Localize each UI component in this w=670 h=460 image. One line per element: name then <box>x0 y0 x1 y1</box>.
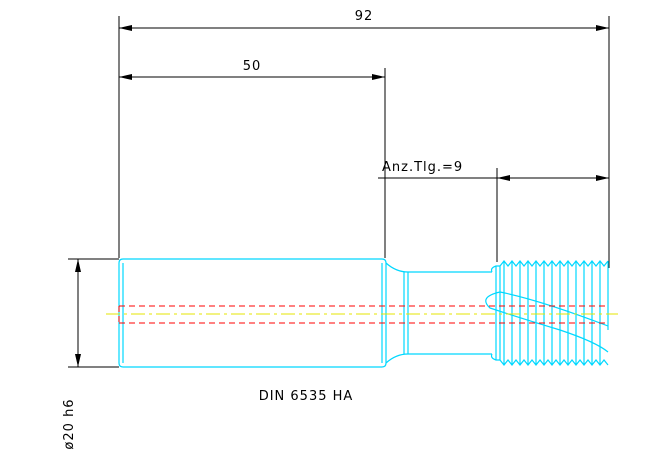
hidden-lines <box>118 305 609 324</box>
arrowheads <box>75 25 609 367</box>
arrow-shank-right <box>372 74 385 80</box>
arrow-teeth-left <box>497 175 510 181</box>
thread-teeth-top <box>499 260 609 267</box>
dimension-layer <box>68 16 610 368</box>
thread-teeth-label: Anz.Tlg.=9 <box>382 160 463 175</box>
thread-tooth-flanks <box>503 261 601 365</box>
arrow-overall-right <box>596 25 609 31</box>
flute-outline <box>485 291 609 353</box>
arrow-teeth-right <box>596 175 609 181</box>
shank-length-label: 50 <box>243 59 262 74</box>
arrow-dia-top <box>75 259 81 272</box>
flute-inner <box>499 291 609 327</box>
overall-length-label: 92 <box>355 9 374 24</box>
arrow-shank-left <box>119 74 132 80</box>
neck-upper <box>385 262 492 273</box>
diameter-label: ø20 h6 <box>62 398 77 449</box>
tool-outline <box>118 258 609 368</box>
thread-start-edge <box>490 265 501 361</box>
standard-label: DIN 6535 HA <box>259 389 354 404</box>
neck-lower <box>385 353 492 364</box>
arrow-overall-left <box>119 25 132 31</box>
thread-teeth-bottom <box>499 359 609 366</box>
arrow-dia-bottom <box>75 354 81 367</box>
shank-body <box>118 258 387 368</box>
